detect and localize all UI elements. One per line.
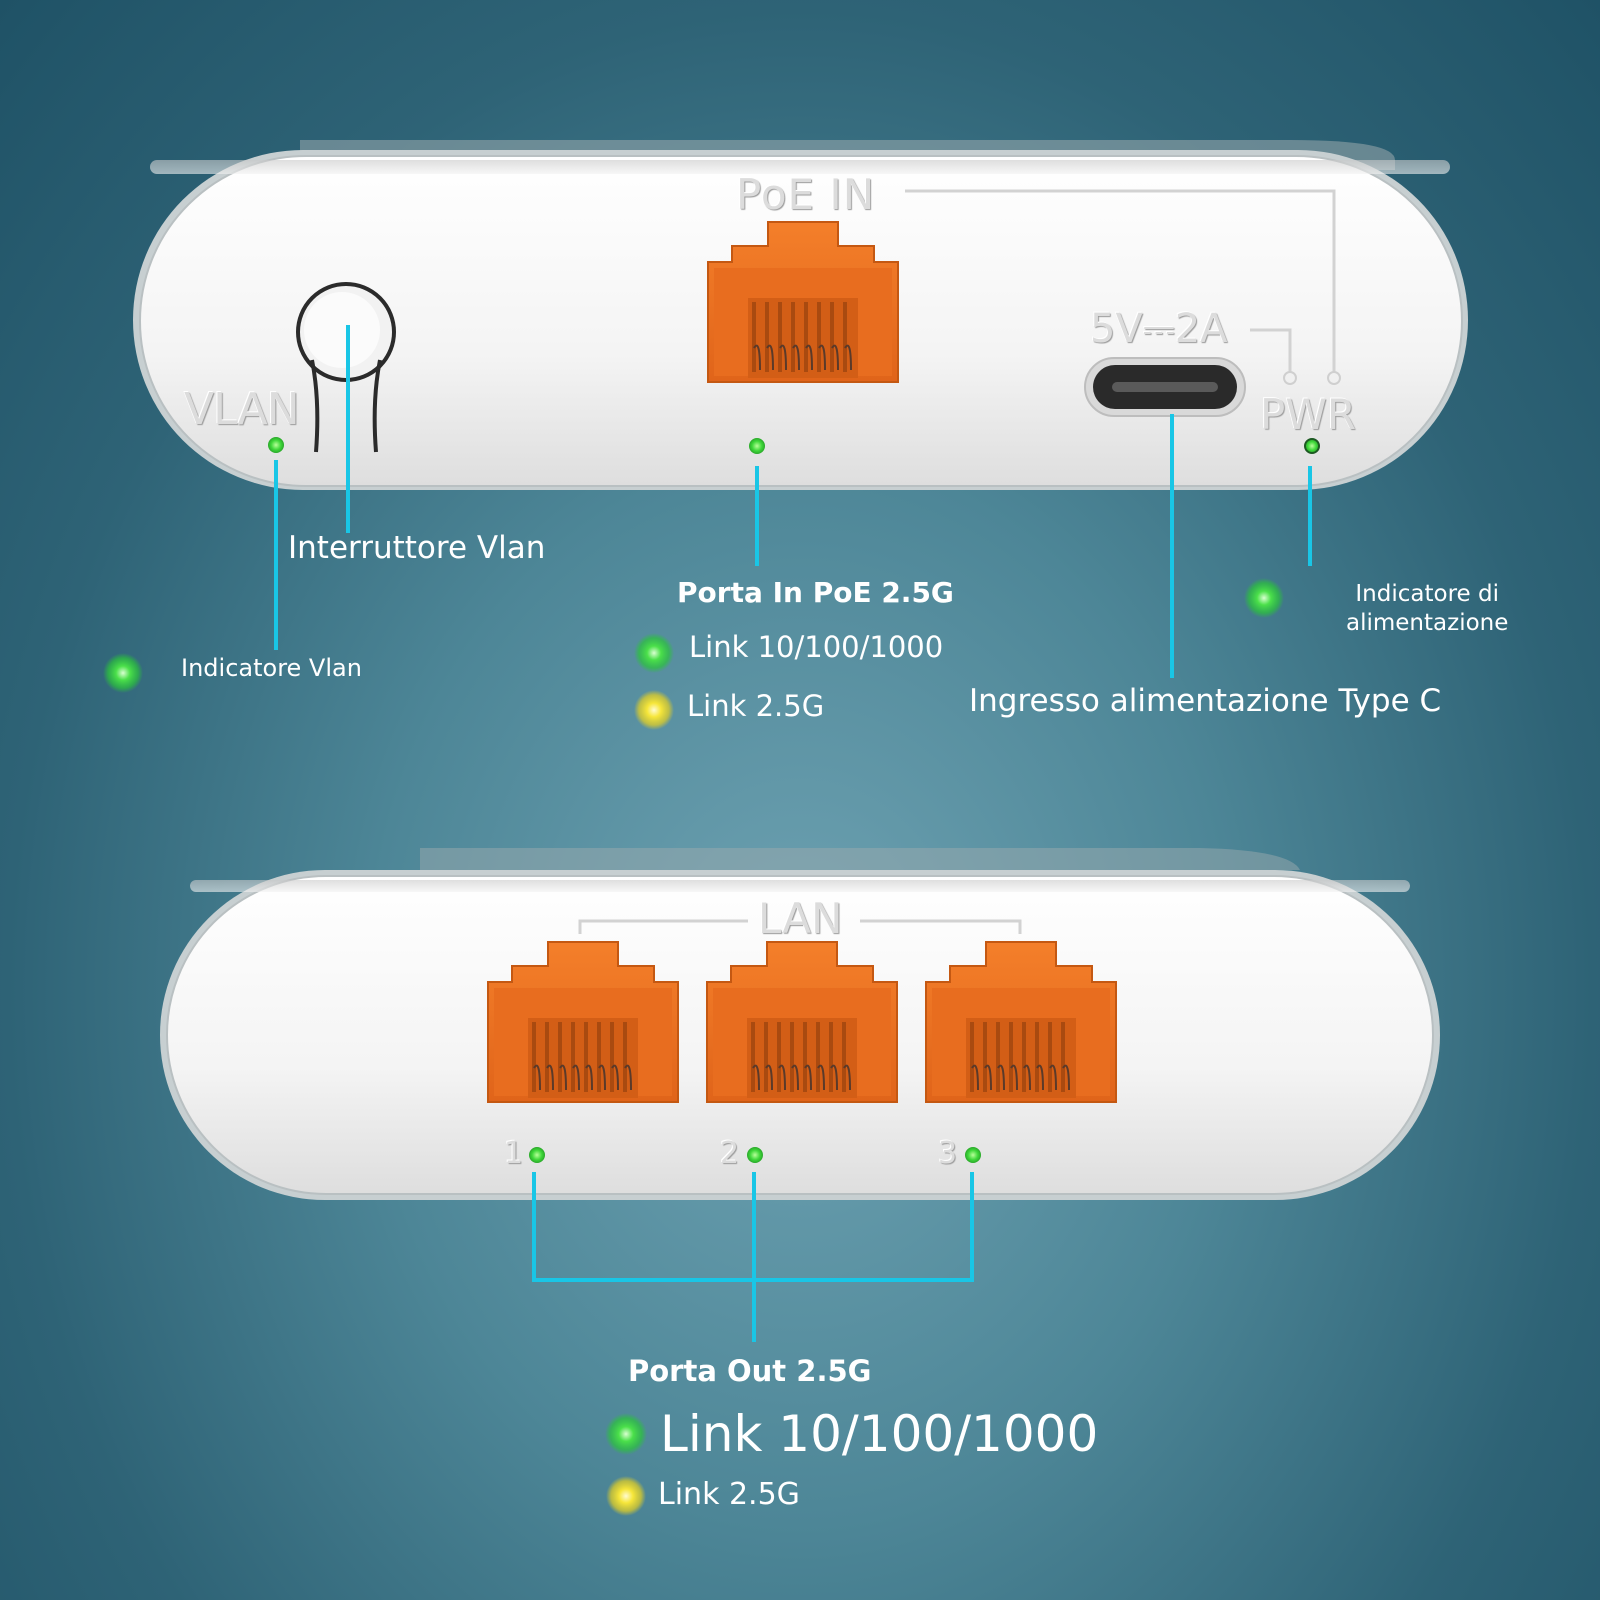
vlan-led-icon — [268, 437, 284, 453]
pwr-bracket-line — [905, 189, 1336, 372]
poe-in-link-2-5g: Link 2.5G — [687, 689, 825, 723]
pwr-print: PWR — [1260, 390, 1357, 439]
usb-c-port-icon — [1084, 357, 1246, 417]
green-led-icon — [605, 1413, 647, 1455]
rj45-port-icon — [924, 940, 1118, 1104]
lan-bracket-left — [578, 919, 748, 934]
power-indicator-line-2: alimentazione — [1346, 610, 1509, 636]
porta-out-link-2-5g: Link 2.5G — [658, 1477, 800, 1512]
porta-out-title: Porta Out 2.5G — [628, 1354, 872, 1388]
rj45-port-icon — [706, 220, 900, 384]
rj45-port-icon — [486, 940, 680, 1104]
poe-in-print: PoE IN — [736, 170, 876, 219]
power-indicator-line-1: Indicatore di — [1355, 581, 1499, 607]
green-led-icon — [634, 633, 674, 673]
poe-in-link-1g: Link 10/100/1000 — [689, 630, 944, 664]
green-led-icon — [1244, 578, 1284, 618]
callout-lines — [274, 325, 1312, 1342]
lan2-led-icon — [747, 1147, 763, 1163]
port-number-2: 2 — [720, 1136, 740, 1171]
porta-out-link-1g: Link 10/100/1000 — [660, 1405, 1099, 1463]
lan-print: LAN — [758, 894, 843, 943]
vlan-indicator-label: Indicatore Vlan — [181, 654, 362, 682]
poe-in-led-icon — [749, 438, 765, 454]
lan3-led-icon — [965, 1147, 981, 1163]
rating-bracket-line — [1250, 328, 1292, 372]
lan1-led-icon — [529, 1147, 545, 1163]
power-indicator-label: Indicatore di alimentazione — [1346, 580, 1508, 638]
type-c-input-label: Ingresso alimentazione Type C — [969, 683, 1442, 719]
pwr-mark-dot — [1327, 371, 1341, 385]
port-number-1: 1 — [504, 1136, 524, 1171]
lan-bracket-right — [860, 919, 1022, 934]
yellow-led-icon — [634, 690, 674, 730]
poe-in-title: Porta In PoE 2.5G — [677, 576, 954, 609]
green-led-icon — [103, 653, 143, 693]
yellow-led-icon — [606, 1476, 646, 1516]
pwr-led-icon — [1304, 438, 1320, 454]
vlan-print: VLAN — [184, 384, 300, 435]
rj45-port-icon — [705, 940, 899, 1104]
power-rating-print: 5V⎓2A — [1090, 306, 1228, 352]
rating-mark-dot — [1283, 371, 1297, 385]
vlan-switch-label: Interruttore Vlan — [288, 530, 546, 566]
port-number-3: 3 — [938, 1136, 958, 1171]
